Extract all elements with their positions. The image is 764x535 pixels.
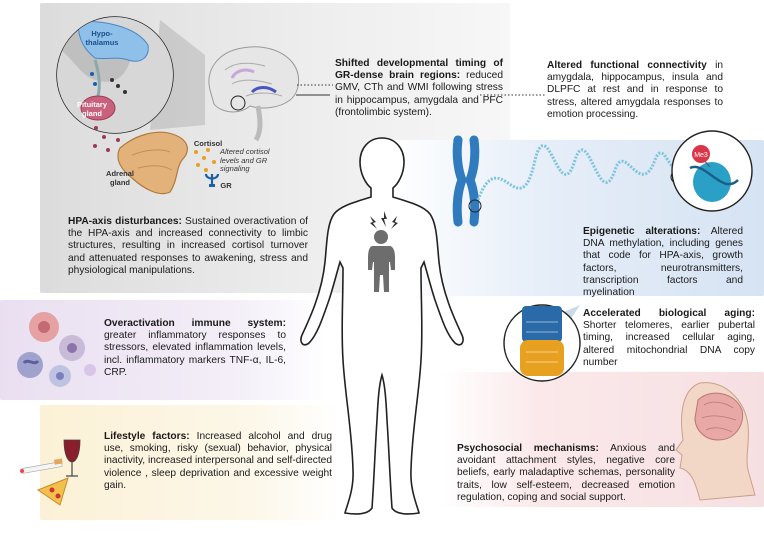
- immune-cells-icon: [17, 312, 96, 387]
- lifestyle-text: Lifestyle factors: Increased alcohol and…: [104, 431, 332, 492]
- cortisol-note: Altered cortisol levels and GR signaling: [220, 147, 270, 174]
- hypothalamus-label: Hypo- thalamus: [85, 29, 119, 47]
- gr-regions-title: Shifted developmental timing of GR-dense…: [335, 58, 503, 82]
- epigenetic-text: Epigenetic alterations: Altered DNA meth…: [583, 226, 743, 299]
- dna-strand-icon: [476, 144, 691, 201]
- child-icon: [368, 230, 395, 292]
- human-body-icon: [300, 137, 464, 515]
- wine-glass-icon: [63, 439, 81, 477]
- hpa-text: HPA-axis disturbances: Sustained overact…: [68, 216, 308, 277]
- connectivity-text: Altered functional connectivity in amygd…: [547, 60, 723, 121]
- pituitary-label: Pituitary gland: [76, 100, 107, 118]
- gr-receptor-icon: [204, 173, 220, 187]
- connectivity-title: Altered functional connectivity: [547, 60, 707, 71]
- telomere-icon: [503, 304, 581, 382]
- lifestyle-title: Lifestyle factors:: [104, 431, 190, 442]
- brain-icon: [208, 46, 299, 142]
- immune-body: greater inflammatory responses to stress…: [104, 330, 286, 378]
- pizza-icon: [36, 477, 69, 506]
- cigarette-icon: [20, 458, 63, 474]
- hpa-body: Sustained overactivation of the HPA-axis…: [68, 216, 309, 276]
- stress-lightning-icon: [370, 211, 398, 229]
- psychosocial-body: Anxious and avoidant attachment styles, …: [457, 443, 675, 503]
- immune-title: Overactivation immune system:: [104, 318, 286, 329]
- lifestyle-body: Increased alcohol and drug use, smoking,…: [104, 431, 333, 491]
- aging-text: Accelerated biological aging: Shorter te…: [583, 308, 755, 369]
- gr-regions-body: reduced GMV, CTh and WMI following stres…: [335, 70, 503, 118]
- gr-regions-text: Shifted developmental timing of GR-dense…: [335, 58, 503, 119]
- pituitary-gland-icon: [80, 95, 116, 121]
- hpa-title: HPA-axis disturbances:: [68, 216, 182, 227]
- me3-label: Me3: [694, 152, 708, 159]
- aging-body: Shorter telomeres, earlier pubertal timi…: [583, 320, 755, 368]
- lifestyle-band: [40, 405, 340, 520]
- cortisol-icon: [194, 148, 216, 172]
- chromosome-icon: [452, 135, 482, 227]
- aging-title: Accelerated biological aging:: [583, 308, 755, 319]
- connectivity-body: in amygdala, hippocampus, insula and DLP…: [547, 60, 723, 120]
- gr-label: GR: [220, 181, 232, 190]
- hypothalamus-icon: [77, 21, 149, 62]
- psychosocial-text: Psychosocial mechanisms: Anxious and avo…: [457, 443, 675, 504]
- immune-text: Overactivation immune system: greater in…: [104, 318, 286, 379]
- head-brain-icon: [675, 382, 756, 501]
- adrenal-label: Adrenal gland: [106, 169, 134, 187]
- psychosocial-title: Psychosocial mechanisms:: [457, 443, 599, 454]
- cortisol-label: Cortisol: [193, 139, 223, 148]
- epigenetic-body: Altered DNA methylation, including genes…: [583, 226, 743, 299]
- brain-section-icon: [56, 16, 205, 134]
- adrenal-gland-icon: [93, 126, 188, 195]
- epigenetic-title: Epigenetic alterations:: [583, 226, 701, 237]
- nucleosome-icon: Me3: [671, 130, 753, 212]
